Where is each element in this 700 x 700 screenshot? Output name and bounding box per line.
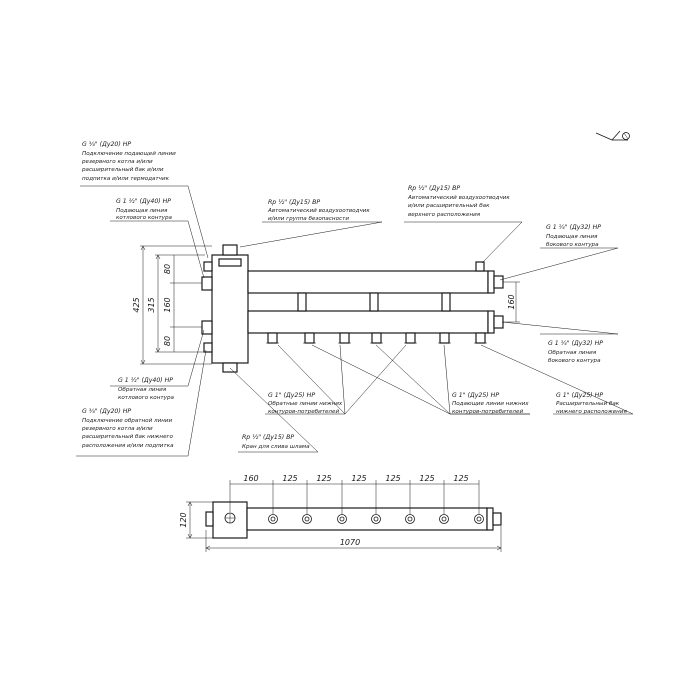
left-return-port bbox=[201, 320, 213, 335]
supply-header-pipe bbox=[247, 270, 489, 294]
svg-text:G 1 ¼" (Ду32) НР: G 1 ¼" (Ду32) НР bbox=[546, 224, 601, 231]
svg-text:бокового контура: бокового контура bbox=[546, 242, 599, 248]
callout-return-side: G 1 ¼" (Ду32) НР Обратная линия бокового… bbox=[548, 340, 603, 364]
dim-bottom-offset: 80 bbox=[163, 336, 172, 346]
svg-text:Обратная линия: Обратная линия bbox=[118, 387, 167, 393]
drain-nipple bbox=[222, 362, 238, 373]
plan-view: 160 125 125 125 125 125 125 1070 120 bbox=[179, 474, 502, 552]
left-supply-port bbox=[201, 276, 213, 291]
svg-text:G 1 ½" (Ду40) НР: G 1 ½" (Ду40) НР bbox=[118, 376, 173, 384]
return-header-pipe bbox=[247, 310, 489, 334]
dim-middle-spacing: 160 bbox=[163, 297, 172, 312]
plan-dim-first: 160 bbox=[243, 474, 258, 483]
dim-side-spacing: 160 bbox=[507, 294, 516, 309]
svg-text:и/или расширительный бак: и/или расширительный бак bbox=[408, 203, 490, 209]
plan-dim-step-2: 125 bbox=[316, 474, 331, 483]
svg-text:Автоматический воздухоотводчик: Автоматический воздухоотводчик bbox=[407, 195, 510, 201]
leader-lines bbox=[76, 185, 634, 457]
left-top-port bbox=[203, 261, 213, 272]
svg-text:Rp ½" (Ду15) ВР: Rp ½" (Ду15) ВР bbox=[408, 184, 460, 192]
svg-text:бокового контура: бокового контура bbox=[548, 358, 601, 364]
front-dimension-chain bbox=[140, 245, 212, 365]
svg-text:Подключение подающей линии: Подключение подающей линии bbox=[82, 151, 176, 157]
svg-text:Кран для слива шлама: Кран для слива шлама bbox=[242, 444, 310, 450]
svg-text:нижнего расположения: нижнего расположения bbox=[556, 409, 627, 415]
svg-text:расширительный бак нижнего: расширительный бак нижнего bbox=[81, 434, 173, 440]
svg-text:Обратная линия: Обратная линия bbox=[548, 350, 597, 356]
plan-top-dimensions bbox=[229, 480, 480, 514]
bridge-pipe-1 bbox=[297, 292, 307, 312]
plan-left-stub bbox=[205, 511, 214, 527]
plan-end-cap bbox=[486, 507, 494, 531]
body-label-plate bbox=[218, 258, 242, 267]
svg-text:G 1 ½" (Ду40) НР: G 1 ½" (Ду40) НР bbox=[116, 197, 171, 205]
svg-text:G 1" (Ду25) НР: G 1" (Ду25) НР bbox=[452, 392, 499, 399]
svg-text:G ¾" (Ду20) НР: G ¾" (Ду20) НР bbox=[82, 141, 131, 148]
svg-text:Расширительный бак: Расширительный бак bbox=[556, 401, 620, 407]
svg-text:Подающие линии нижних: Подающие линии нижних bbox=[452, 401, 529, 407]
callout-return-boiler: G 1 ½" (Ду40) НР Обратная линия котловог… bbox=[118, 376, 174, 401]
callout-return-lower: G 1" (Ду25) НР Обратные линии нижних кон… bbox=[268, 392, 343, 415]
surface-finish-symbol bbox=[595, 130, 630, 141]
plan-dim-step-1: 125 bbox=[282, 474, 297, 483]
callout-drain: Rp ½" (Ду15) ВР Кран для слива шлама bbox=[242, 433, 310, 450]
svg-text:Подключение обратной линии: Подключение обратной линии bbox=[82, 418, 173, 424]
svg-text:Подающая линия: Подающая линия bbox=[546, 234, 598, 240]
svg-text:G 1 ¼" (Ду32) НР: G 1 ¼" (Ду32) НР bbox=[548, 340, 603, 347]
top-vent-nipple bbox=[222, 244, 238, 256]
left-bottom-port bbox=[203, 342, 213, 353]
callout-top-left: G ¾" (Ду20) НР Подключение подающей лини… bbox=[81, 141, 176, 182]
svg-text:подпитка и/или термодатчик: подпитка и/или термодатчик bbox=[82, 176, 170, 182]
svg-text:резервного котла и/или: резервного котла и/или bbox=[81, 159, 153, 165]
svg-text:G ¾" (Ду20) НР: G ¾" (Ду20) НР bbox=[82, 408, 131, 415]
svg-text:расположения и/или подпитка: расположения и/или подпитка bbox=[81, 443, 174, 449]
supply-end-cap bbox=[487, 270, 495, 294]
callout-air-vent-top: Rp ½" (Ду15) ВР Автоматический воздухоот… bbox=[267, 198, 370, 222]
svg-text:Подающая линия: Подающая линия bbox=[116, 208, 168, 214]
callout-supply-boiler: G 1 ½" (Ду40) НР Подающая линия котловог… bbox=[116, 197, 172, 221]
svg-text:Rp ½" (Ду15) ВР: Rp ½" (Ду15) ВР bbox=[242, 433, 294, 441]
plan-dim-step-3: 125 bbox=[351, 474, 366, 483]
svg-text:контуров-потребителей: контуров-потребителей bbox=[452, 409, 523, 415]
svg-text:G 1" (Ду25) НР: G 1" (Ду25) НР bbox=[268, 392, 315, 399]
svg-text:Rp ½" (Ду15) ВР: Rp ½" (Ду15) ВР bbox=[268, 198, 320, 206]
header-air-vent bbox=[475, 261, 485, 272]
dim-total-height: 425 bbox=[132, 297, 141, 312]
callout-bottom-left: G ¾" (Ду20) НР Подключение обратной лини… bbox=[81, 408, 174, 449]
svg-text:контуров-потребителей: контуров-потребителей bbox=[268, 409, 339, 415]
svg-text:Обратные линии нижних: Обратные линии нижних bbox=[268, 401, 343, 407]
svg-text:и/или группа безопасности: и/или группа безопасности bbox=[268, 216, 349, 222]
side-supply-outlet bbox=[493, 275, 504, 289]
callout-supply-lower: G 1" (Ду25) НР Подающие линии нижних кон… bbox=[452, 392, 529, 415]
hydro-separator-body bbox=[211, 254, 249, 364]
svg-text:G 1" (Ду25) НР: G 1" (Ду25) НР bbox=[556, 392, 603, 399]
callout-air-vent-right: Rp ½" (Ду15) ВР Автоматический воздухоот… bbox=[407, 184, 510, 218]
plan-header bbox=[246, 507, 488, 531]
bridge-pipe-2 bbox=[369, 292, 379, 312]
svg-text:котлового контура: котлового контура bbox=[116, 215, 172, 221]
svg-text:расширительный бак и/или: расширительный бак и/или bbox=[81, 167, 164, 173]
dim-inner-height: 315 bbox=[147, 297, 156, 312]
svg-text:верхнего расположения: верхнего расположения bbox=[408, 212, 481, 218]
svg-text:котлового контура: котлового контура bbox=[118, 395, 174, 401]
callout-supply-side: G 1 ¼" (Ду32) НР Подающая линия бокового… bbox=[546, 224, 601, 248]
plan-right-stub bbox=[492, 512, 502, 526]
bridge-pipe-3 bbox=[441, 292, 451, 312]
plan-dim-step-6: 125 bbox=[453, 474, 468, 483]
svg-text:Автоматический воздухоотводчик: Автоматический воздухоотводчик bbox=[267, 208, 370, 214]
dim-top-offset: 80 bbox=[163, 264, 172, 274]
plan-dim-depth: 120 bbox=[179, 512, 188, 527]
plan-dim-total: 1070 bbox=[340, 538, 360, 547]
front-view: 425 315 80 160 80 160 bbox=[132, 244, 520, 373]
side-return-outlet bbox=[493, 315, 504, 329]
consumer-outlets bbox=[266, 332, 487, 344]
callout-exp-tank-lower: G 1" (Ду25) НР Расширительный бак нижнег… bbox=[556, 392, 627, 415]
return-end-cap bbox=[487, 310, 495, 334]
svg-text:резервного котла и/или: резервного котла и/или bbox=[81, 426, 153, 432]
plan-dim-step-5: 125 bbox=[419, 474, 434, 483]
plan-outlets bbox=[268, 514, 484, 524]
plan-dim-step-4: 125 bbox=[385, 474, 400, 483]
